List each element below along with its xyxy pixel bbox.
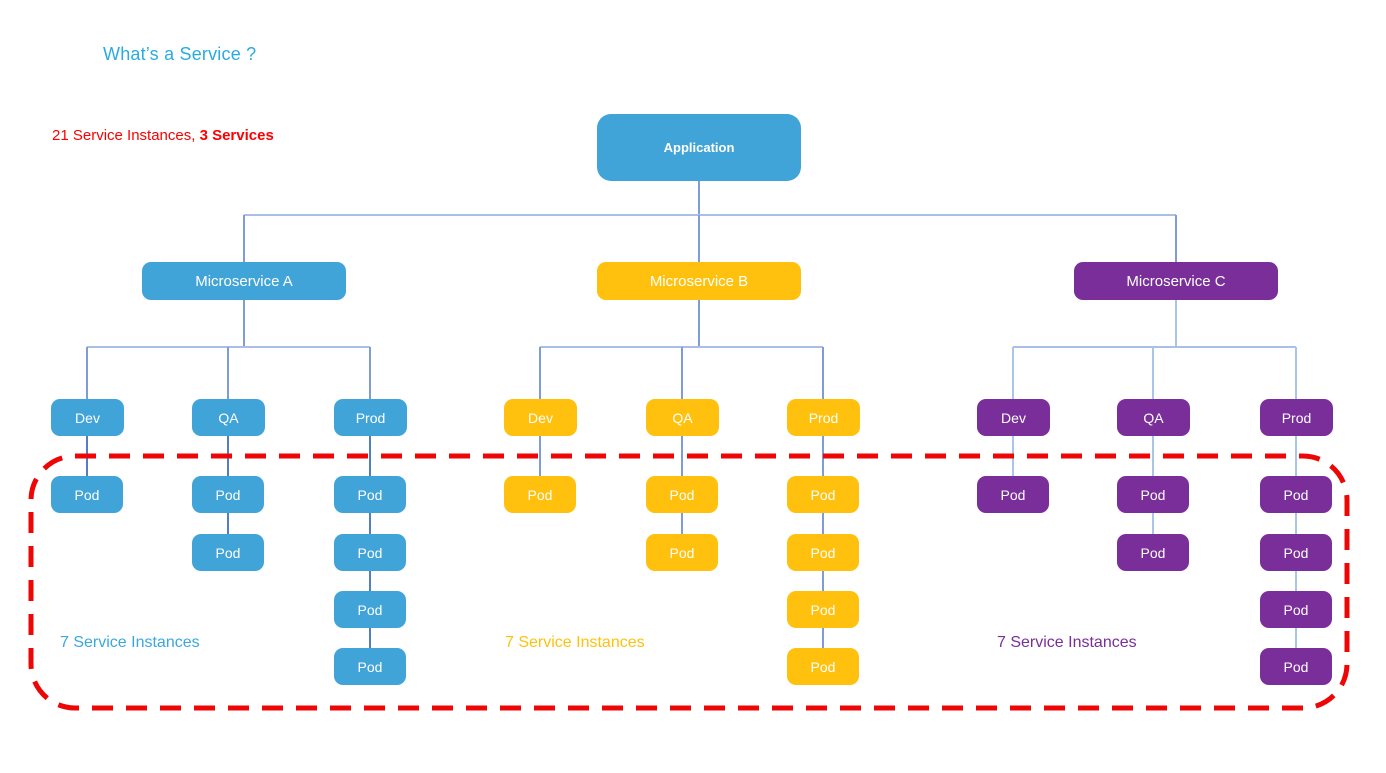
instances-label-c: 7 Service Instances — [997, 634, 1137, 651]
node-env-dev-c: Dev — [977, 399, 1050, 436]
node-pod: Pod — [1260, 534, 1332, 571]
node-microservice-c: Microservice C — [1074, 262, 1278, 300]
node-pod: Pod — [192, 476, 264, 513]
node-pod: Pod — [1117, 534, 1189, 571]
group-c-connectors — [1012, 300, 1297, 648]
instances-label-b: 7 Service Instances — [505, 634, 645, 651]
instance-count-caption: 21 Service Instances, 3 Services — [52, 127, 274, 144]
node-pod: Pod — [334, 534, 406, 571]
group-b-connectors — [539, 299, 824, 648]
instance-count-text: 21 Service Instances, — [52, 127, 200, 144]
node-pod: Pod — [1260, 591, 1332, 628]
node-pod: Pod — [1260, 648, 1332, 685]
service-count-text: 3 Services — [199, 127, 274, 144]
node-pod: Pod — [334, 591, 406, 628]
page-title: What’s a Service ? — [103, 44, 257, 64]
node-env-qa-a: QA — [192, 399, 265, 436]
node-pod: Pod — [787, 591, 859, 628]
pod-boundary-dashed — [28, 453, 1350, 711]
trunk-connectors — [243, 181, 1177, 262]
instances-label-a: 7 Service Instances — [60, 634, 200, 651]
node-env-qa-c: QA — [1117, 399, 1190, 436]
node-env-dev-b: Dev — [504, 399, 577, 436]
node-pod: Pod — [646, 476, 718, 513]
node-microservice-b: Microservice B — [597, 262, 801, 300]
node-pod: Pod — [787, 648, 859, 685]
node-pod: Pod — [787, 534, 859, 571]
node-microservice-a: Microservice A — [142, 262, 346, 300]
node-application: Application — [597, 114, 801, 181]
group-a-connectors — [86, 300, 371, 648]
node-env-qa-b: QA — [646, 399, 719, 436]
node-env-prod-c: Prod — [1260, 399, 1333, 436]
node-pod: Pod — [334, 648, 406, 685]
node-pod: Pod — [977, 476, 1049, 513]
node-env-prod-b: Prod — [787, 399, 860, 436]
node-pod: Pod — [1260, 476, 1332, 513]
node-pod: Pod — [192, 534, 264, 571]
node-pod: Pod — [646, 534, 718, 571]
node-pod: Pod — [504, 476, 576, 513]
node-pod: Pod — [334, 476, 406, 513]
node-pod: Pod — [1117, 476, 1189, 513]
node-pod: Pod — [787, 476, 859, 513]
node-pod: Pod — [51, 476, 123, 513]
node-env-dev-a: Dev — [51, 399, 124, 436]
node-env-prod-a: Prod — [334, 399, 407, 436]
